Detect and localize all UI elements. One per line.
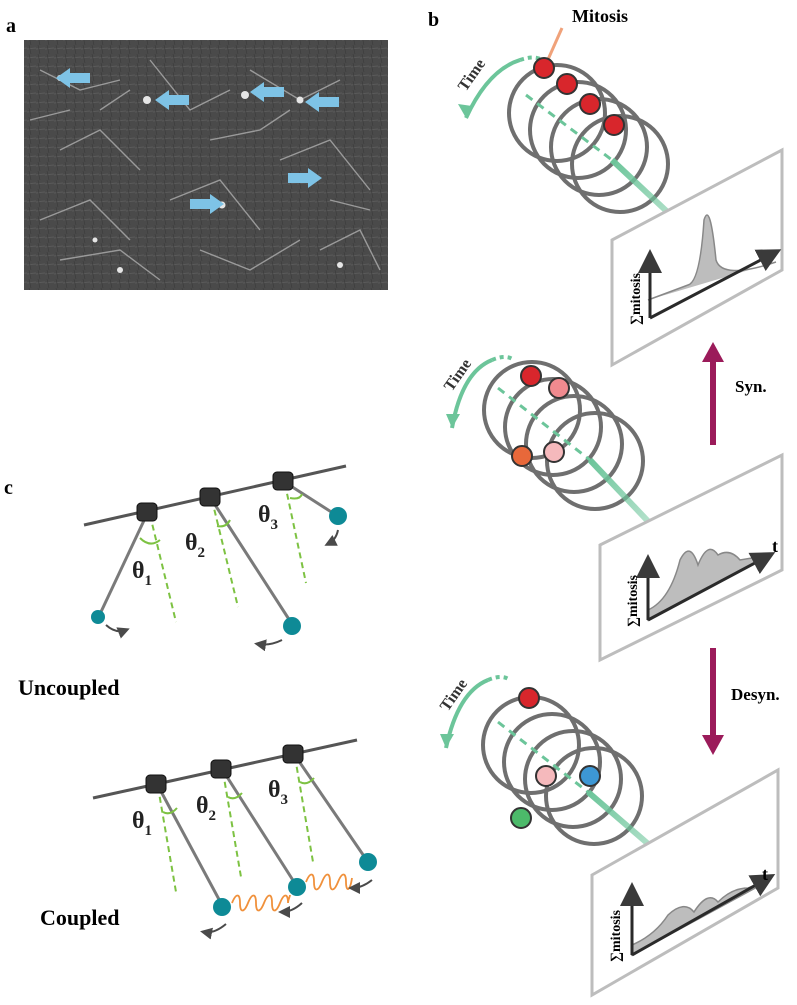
plot-panel-1: ∑mitosis	[610, 147, 784, 368]
plot-panel-3: t ∑mitosis	[590, 767, 780, 998]
panel-c-label: c	[4, 477, 13, 499]
pivot-icon	[282, 744, 304, 764]
mitosis-pointer	[544, 27, 564, 65]
pendulum-bob	[329, 507, 347, 525]
theta-3-label: θ3	[268, 777, 288, 808]
blue-arrow	[190, 194, 224, 214]
t-label: t	[772, 536, 778, 556]
cell	[579, 765, 601, 787]
mitosis-cell	[603, 114, 625, 136]
theta-1-label: θ1	[132, 558, 152, 589]
y-axis-label: ∑mitosis	[629, 272, 644, 325]
cell	[548, 377, 570, 399]
syn-arrow: Syn.	[702, 342, 767, 445]
pivot-icon	[272, 471, 294, 491]
oscillator-group-1: Time ∑mitosis	[455, 55, 784, 368]
y-axis-label: ∑mitosis	[626, 574, 641, 627]
blue-arrow	[305, 92, 339, 112]
oscillator-group-2: Time t ∑mitosis	[441, 355, 784, 663]
cell	[518, 687, 540, 709]
pivot-icon	[199, 487, 221, 507]
spring-icon	[305, 873, 353, 891]
mitosis-cell	[579, 93, 601, 115]
blue-arrow	[56, 68, 90, 88]
syn-label: Syn.	[735, 377, 767, 396]
theta-2-label: θ2	[196, 793, 216, 824]
cell	[535, 765, 557, 787]
micrograph-arrows	[56, 68, 339, 214]
uncoupled-pendulums: θ1 θ2 θ3	[83, 464, 347, 652]
blue-arrow	[155, 90, 189, 110]
coupled-label: Coupled	[40, 905, 119, 930]
desyn-label: Desyn.	[731, 685, 780, 704]
cell	[510, 807, 532, 829]
pendulum-bob	[283, 617, 301, 635]
plot-panel-2: t ∑mitosis	[598, 452, 784, 663]
t-label: t	[762, 864, 768, 884]
theta-2-label: θ2	[185, 530, 205, 561]
pendulum-bob	[288, 878, 306, 896]
panel-a-label: a	[6, 15, 16, 37]
uncoupled-label: Uncoupled	[18, 675, 119, 700]
pivot-icon	[136, 502, 158, 522]
blue-arrow	[250, 82, 284, 102]
desyn-arrow: Desyn.	[702, 648, 780, 755]
blue-arrow	[288, 168, 322, 188]
pendulum-bob	[213, 898, 231, 916]
cell	[543, 441, 565, 463]
pivot-icon	[210, 759, 232, 779]
coupled-pendulums: θ1 θ2 θ3	[92, 738, 377, 940]
pivot-icon	[145, 774, 167, 794]
theta-1-label: θ1	[132, 808, 152, 839]
theta-3-label: θ3	[258, 502, 278, 533]
mitosis-cell	[556, 73, 578, 95]
spring-icon	[231, 894, 291, 912]
mitosis-cell	[533, 57, 555, 79]
cell	[520, 365, 542, 387]
pendulum-bob	[359, 853, 377, 871]
pendulum-bob	[91, 610, 105, 624]
y-axis-label: ∑mitosis	[609, 909, 624, 962]
oscillator-group-3: Time t ∑mitosis	[437, 675, 780, 998]
panel-b-label: b	[428, 9, 439, 31]
cell	[511, 445, 533, 467]
mitosis-label: Mitosis	[572, 6, 628, 26]
